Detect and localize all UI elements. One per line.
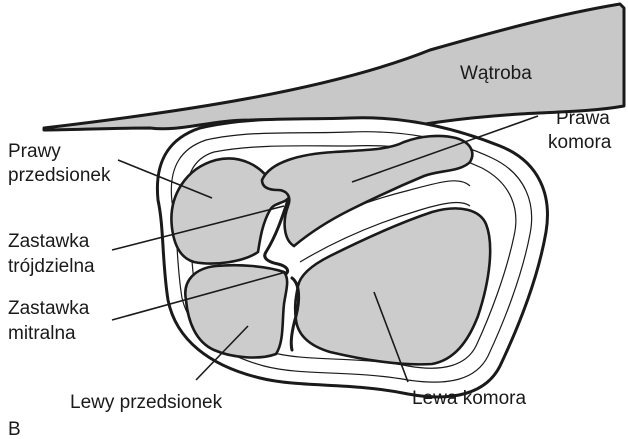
label-right-ventricle-2: komora bbox=[548, 132, 612, 153]
label-right-atrium-1: Prawy bbox=[8, 141, 61, 162]
label-left-ventricle: Lewa komora bbox=[412, 388, 526, 409]
label-tricuspid-1: Zastawka bbox=[8, 231, 90, 252]
liver-shape bbox=[44, 4, 624, 132]
label-liver: Wątroba bbox=[460, 63, 532, 84]
label-right-atrium-2: przedsionek bbox=[8, 165, 111, 186]
label-mitral-1: Zastawka bbox=[8, 298, 90, 319]
label-tricuspid-2: trójdzielna bbox=[8, 256, 95, 277]
figure-letter: B bbox=[8, 419, 21, 439]
label-mitral-2: mitralna bbox=[8, 323, 76, 344]
label-right-ventricle-1: Prawa bbox=[556, 108, 610, 129]
label-left-atrium: Lewy przedsionek bbox=[70, 392, 223, 413]
